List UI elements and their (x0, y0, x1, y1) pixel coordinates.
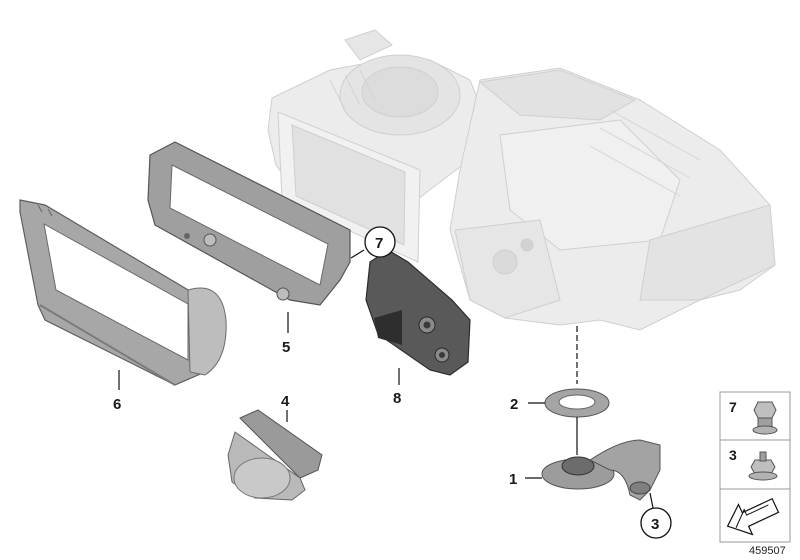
callout-2: 2 (510, 396, 518, 413)
screw-icon (748, 451, 778, 481)
callout-6: 6 (113, 396, 121, 413)
callout-5: 5 (282, 339, 290, 356)
part-2-washer (544, 388, 610, 418)
callout-labels: 6 5 4 8 2 1 7 3 (113, 226, 672, 539)
part-8-bracket (365, 249, 471, 376)
svg-text:7: 7 (375, 235, 383, 252)
callout-7-circled: 7 (364, 226, 396, 258)
hvac-housing-ghost (267, 29, 776, 331)
leader-lines (118, 249, 654, 509)
part-6-duct-frame (19, 199, 227, 386)
legend-panel: 7 3 (719, 391, 791, 543)
legend-label-7: 7 (729, 399, 737, 415)
callout-3-circled: 3 (640, 507, 672, 539)
legend-label-3: 3 (729, 447, 737, 463)
part-4-grommet (227, 409, 323, 501)
view-direction-arrow-icon (726, 497, 780, 536)
document-number: 459507 (749, 545, 786, 557)
part-5-seal-frame (147, 141, 351, 306)
svg-text:3: 3 (651, 516, 659, 533)
part-1-drain-fitting (541, 439, 661, 501)
callout-4: 4 (281, 393, 290, 410)
callout-1: 1 (509, 471, 517, 488)
callout-8: 8 (393, 390, 401, 407)
nut-icon (752, 401, 778, 435)
